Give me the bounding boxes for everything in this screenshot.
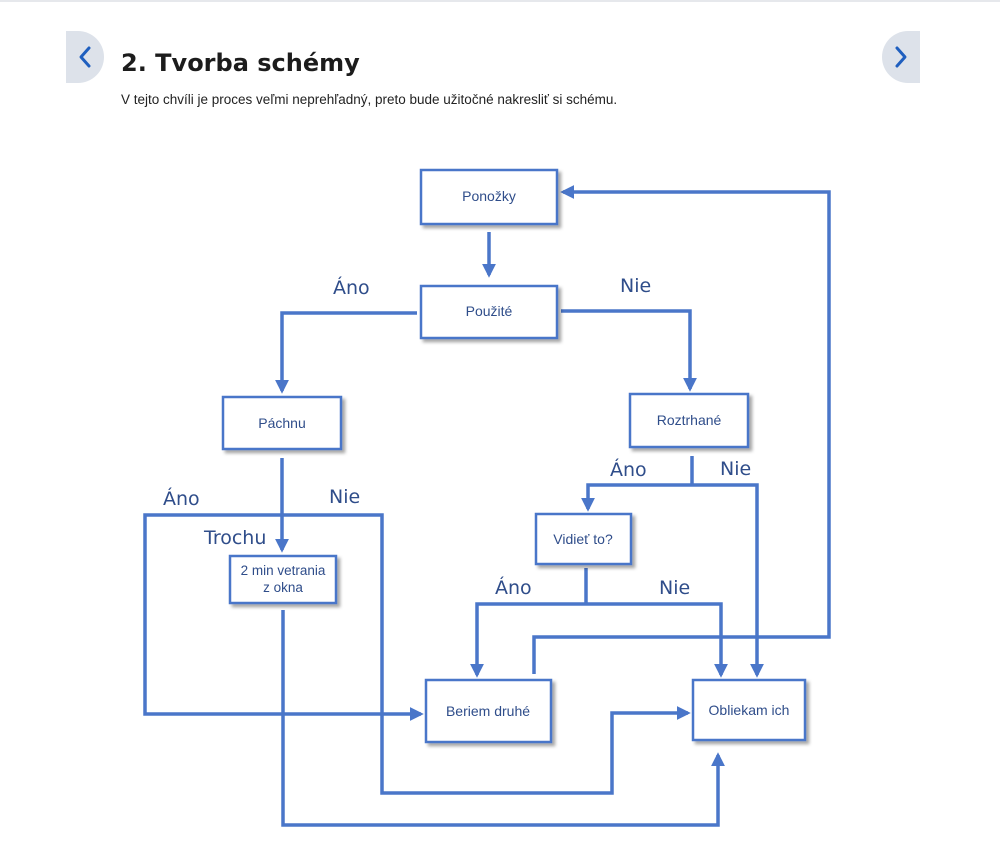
edge-label-roztrhane-nie: Nie	[720, 458, 751, 480]
node-obliekam-label: Obliekam ich	[709, 702, 790, 718]
page-title: 2. Tvorba schémy	[121, 49, 360, 77]
edge-label-vidiet-nie: Nie	[659, 577, 690, 599]
node-vetranie-label-line1: 2 min vetrania	[241, 563, 326, 578]
node-roztrhane-label: Roztrhané	[657, 412, 722, 428]
edge-roztrhane-obliekam	[692, 483, 764, 678]
edge-label-pachnu-ano: Áno	[163, 487, 200, 510]
node-vetranie: 2 min vetrania z okna	[228, 554, 338, 605]
edge-vidiet-beriem	[470, 602, 586, 678]
edge-label-pouzite-nie: Nie	[620, 275, 651, 297]
edge-roztrhane-vidiet	[581, 483, 692, 512]
edge-label-pachnu-trochu: Trochu	[203, 527, 266, 549]
node-pouzite-label: Použité	[466, 303, 513, 319]
page-subtitle: V tejto chvíli je proces veľmi neprehľad…	[121, 92, 618, 107]
node-ponozky-label: Ponožky	[462, 188, 516, 204]
edge-label-pouzite-ano: Áno	[333, 276, 370, 299]
node-beriem: Beriem druhé	[424, 678, 553, 744]
node-roztrhane: Roztrhané	[628, 392, 750, 449]
edge-pouzite-roztrhane	[561, 309, 697, 392]
next-button[interactable]	[882, 31, 920, 83]
chevron-left-icon	[79, 46, 91, 68]
node-beriem-label: Beriem druhé	[446, 703, 530, 719]
node-ponozky: Ponožky	[419, 168, 559, 226]
node-vidiet-label: Vidieť to?	[553, 531, 613, 547]
edge-pachnu-obliekam	[282, 513, 691, 795]
node-pachnu: Páchnu	[221, 395, 343, 451]
edge-label-roztrhane-ano: Áno	[610, 458, 647, 481]
node-pachnu-label: Páchnu	[258, 415, 305, 431]
edge-vidiet-obliekam	[586, 602, 728, 678]
edge-label-vidiet-ano: Áno	[495, 576, 532, 599]
edge-beriem-ponozky	[532, 185, 831, 674]
edge-vetranie-obliekam	[281, 610, 725, 827]
node-pouzite: Použité	[419, 284, 559, 340]
node-vidiet: Vidieť to?	[534, 512, 633, 566]
edge-label-pachnu-nie: Nie	[329, 486, 360, 508]
node-vetranie-label-line2: z okna	[263, 580, 303, 595]
top-divider	[0, 0, 1000, 2]
chevron-right-icon	[895, 46, 907, 68]
edge-pouzite-pachnu	[275, 311, 417, 394]
node-obliekam: Obliekam ich	[691, 678, 807, 742]
